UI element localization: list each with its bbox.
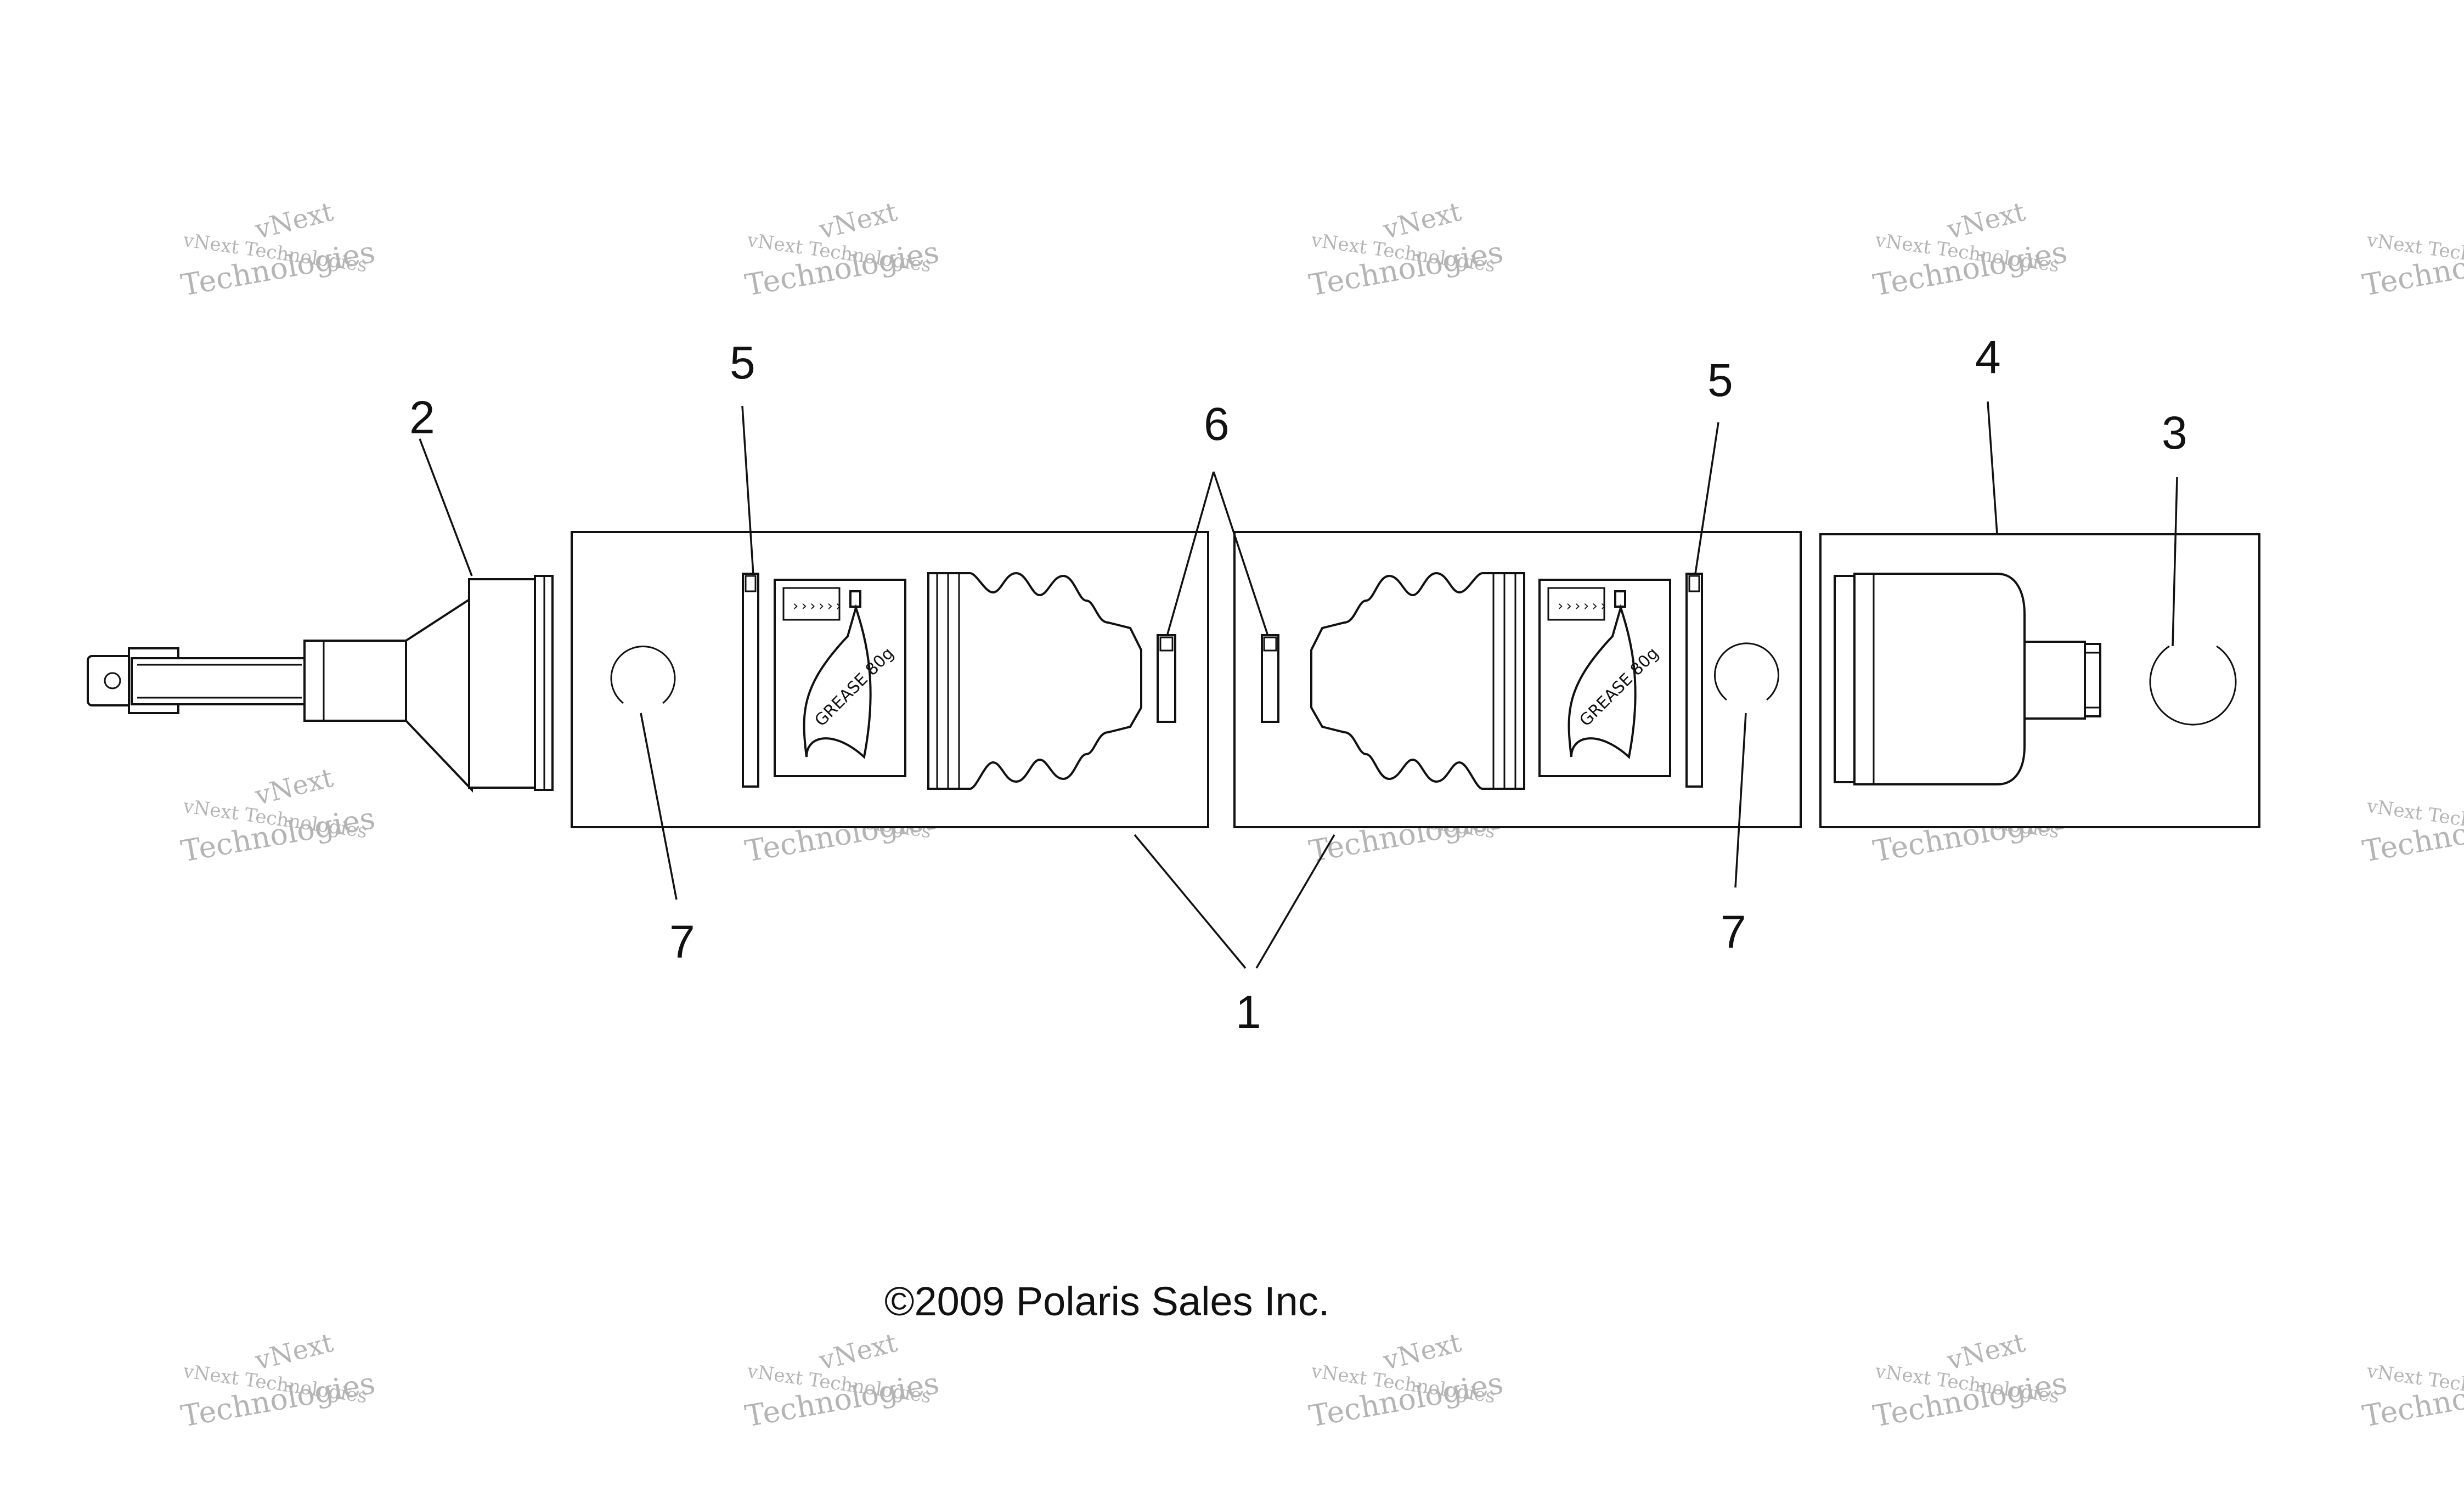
watermark-overlay: vNext (816, 1327, 900, 1376)
leader-lines (419, 401, 2178, 969)
watermark-overlay: vNext (1380, 196, 1464, 245)
copyright-text: ©2009 Polaris Sales Inc. (884, 1279, 1329, 1324)
callout-7-right: 7 (1721, 906, 1746, 958)
watermark-overlay: vNext (252, 196, 336, 245)
callout-4: 4 (1975, 331, 2001, 383)
callout-7-left: 7 (669, 916, 695, 968)
svg-text:››››››: ›››››› (791, 598, 843, 614)
watermark-overlay: vNext (1944, 196, 2028, 245)
boot-kit-right: ›››››› GREASE 80g (1233, 531, 1802, 828)
inboard-cv-joint-kit (1819, 533, 2260, 828)
callout-5-right: 5 (1707, 354, 1733, 406)
callout-3: 3 (2162, 407, 2187, 459)
watermark-overlay: vNext (1380, 1327, 1464, 1376)
watermark-overlay: vNext (252, 762, 336, 811)
outboard-cv-joint (87, 575, 554, 793)
watermark-overlay: vNext (1944, 1327, 2028, 1376)
svg-text:››››››: ›››››› (1556, 598, 1608, 614)
callout-2: 2 (409, 392, 435, 443)
callout-6: 6 (1204, 398, 1230, 450)
callout-labels: 2 5 6 5 4 3 7 7 1 (409, 331, 2187, 1038)
watermark-overlay: vNext (816, 196, 900, 245)
callout-5-left: 5 (730, 337, 755, 388)
watermark-overlay: vNext (252, 1327, 336, 1376)
boot-kit-left: ›››››› GREASE 80g (571, 531, 1209, 828)
callout-1: 1 (1236, 986, 1261, 1038)
